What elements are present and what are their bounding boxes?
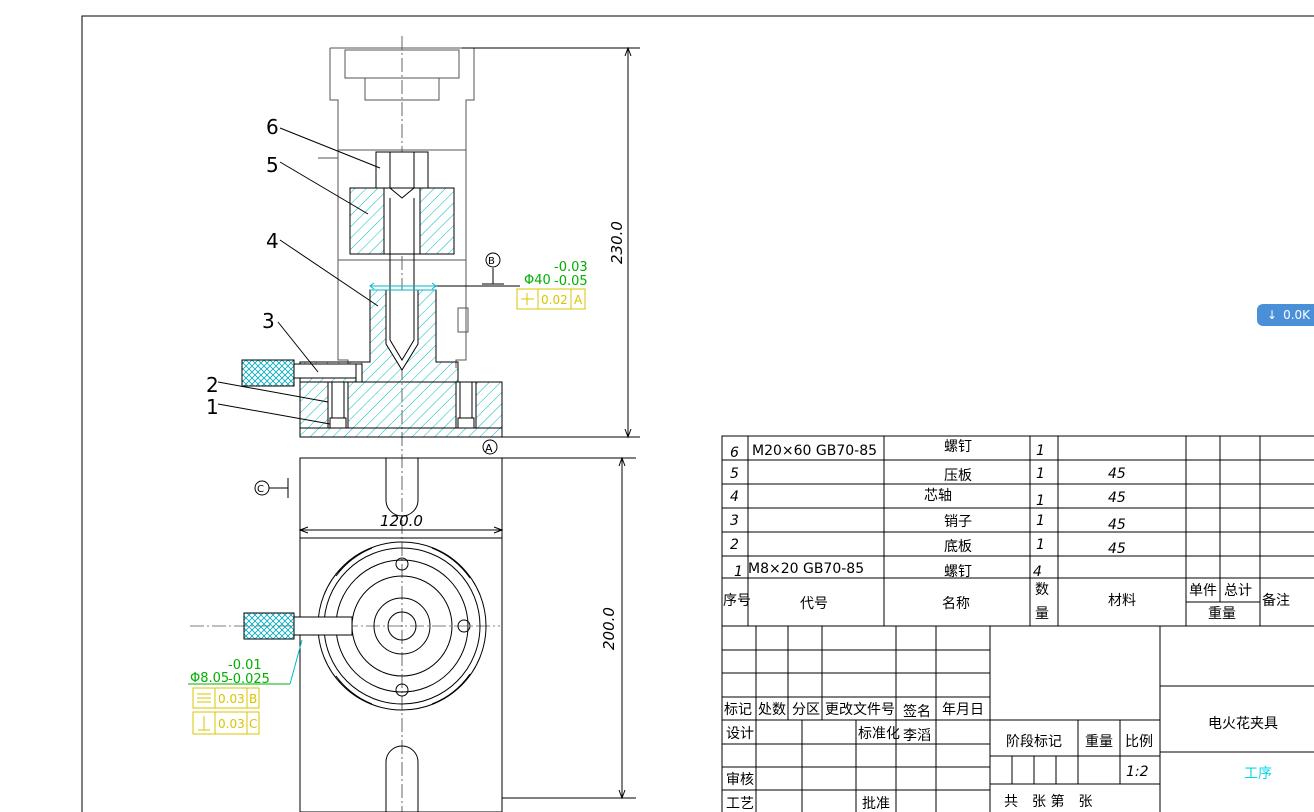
bom-qty: 1	[1036, 513, 1045, 529]
bom-header-name: 名称	[942, 596, 970, 612]
dim-200: 200.0	[600, 607, 618, 650]
fcf-phi8-value: 0.03	[218, 692, 245, 706]
tb-design: 设计	[726, 726, 754, 742]
fcf-phi40-datum: A	[574, 293, 583, 307]
bom-header-qty1: 数	[1035, 582, 1049, 598]
tb-approve: 批准	[862, 796, 890, 812]
tb-designer: 李滔	[903, 728, 931, 744]
bom-no: 2	[730, 537, 739, 553]
part-numbers: 6 5 4 3 2 1	[206, 115, 279, 419]
bom-qty: 1	[1036, 466, 1045, 482]
bom-code: M8×20 GB70-85	[748, 561, 864, 577]
tb-sign: 签名	[903, 703, 931, 720]
bom-header-note: 备注	[1262, 592, 1290, 609]
part-leaders	[217, 127, 381, 425]
bom-header-unit: 单件	[1189, 583, 1217, 599]
bom-header-weight: 重量	[1208, 606, 1236, 622]
bom-name: 底板	[944, 539, 972, 555]
tb-code: 工序	[1244, 766, 1272, 782]
leader-4: 4	[266, 229, 279, 253]
datum-c-label: C	[257, 484, 264, 495]
bom-name: 销子	[944, 514, 972, 530]
down-arrow-icon: ↓	[1267, 308, 1278, 322]
sheet-border	[81, 15, 1314, 812]
datum-a-label: A	[485, 442, 493, 455]
bom-rows: 6 M20×60 GB70-85 螺钉 1 5 压板 1 45 4 芯轴 1 4…	[723, 439, 1290, 622]
bom-material: 45	[1108, 517, 1126, 533]
phi8-upper: -0.01	[228, 658, 262, 673]
tb-standard: 标准化	[858, 726, 900, 742]
bom-header-code: 代号	[800, 596, 828, 612]
phi8-lower: -0.025	[228, 672, 270, 687]
tb-process: 工艺	[726, 796, 754, 812]
fcf-phi40-value: 0.02	[541, 293, 568, 307]
bom-name: 压板	[944, 468, 972, 484]
fcf-phi8-datum: B	[249, 692, 257, 706]
leader-6: 6	[266, 115, 279, 139]
tb-zone: 分区	[792, 702, 820, 718]
tb-title: 电火花夹具	[1208, 716, 1278, 732]
bom-header-no: 序号	[723, 593, 751, 609]
speed-value: 0.0K	[1283, 308, 1311, 322]
tb-weight: 重量	[1085, 734, 1113, 750]
bom-code: M20×60 GB70-85	[752, 443, 877, 459]
dim-120: 120.0	[380, 512, 423, 530]
bom-name: 螺钉	[944, 439, 972, 455]
phi8-label: Φ8.05	[190, 671, 229, 686]
bom-material: 45	[1108, 490, 1126, 506]
leader-5: 5	[266, 153, 279, 177]
tb-count: 处数	[758, 702, 786, 718]
bom-no: 4	[730, 489, 739, 505]
bom-no: 6	[730, 445, 739, 461]
tb-scale: 比例	[1125, 734, 1153, 750]
fcf-phi8	[192, 687, 260, 735]
bom-material: 45	[1108, 466, 1126, 482]
bom-header-qty2: 量	[1035, 606, 1049, 622]
bom-name: 螺钉	[944, 564, 972, 580]
fcf-phi40	[516, 288, 586, 310]
tb-review: 审核	[726, 772, 754, 788]
title-block	[721, 625, 1314, 812]
phi40-label: Φ40	[524, 273, 551, 288]
phi40-upper: -0.03	[554, 260, 588, 275]
bom-name: 芯轴	[924, 488, 952, 504]
tb-mark: 标记	[724, 702, 752, 718]
top-view	[188, 456, 636, 812]
bom-no: 5	[730, 466, 739, 482]
title-block-text: 标记 处数 分区 更改文件号 签名 年月日 设计 标准化 李滔 审核 工艺 批准…	[724, 702, 1278, 812]
bom-header-material: 材料	[1108, 593, 1136, 609]
fcf-perp-value: 0.03	[218, 717, 245, 731]
datum-b-label: B	[488, 256, 495, 267]
bom-qty: 1	[1036, 493, 1045, 509]
leader-2: 2	[206, 373, 219, 397]
bom-qty: 4	[1033, 564, 1042, 580]
bom-qty: 1	[1036, 537, 1045, 553]
bom-no: 3	[730, 513, 739, 529]
speed-badge[interactable]: ↓ 0.0K	[1257, 304, 1314, 326]
front-view	[241, 36, 640, 812]
bom-header-total: 总计	[1224, 583, 1252, 599]
fcf-perp-datum: C	[249, 717, 257, 731]
bom-material: 45	[1108, 541, 1126, 557]
leader-3: 3	[262, 309, 275, 333]
tb-stage: 阶段标记	[1006, 734, 1062, 750]
bom-no: 1	[734, 564, 743, 580]
bom-qty: 1	[1036, 443, 1045, 459]
tb-doc: 更改文件号	[825, 702, 895, 718]
leader-1: 1	[206, 395, 219, 419]
tb-scale-value: 1:2	[1126, 764, 1149, 780]
phi40-lower: -0.05	[554, 274, 588, 289]
tb-sheets: 共 张 第 张	[1004, 793, 1092, 810]
dim-230: 230.0	[608, 221, 626, 264]
tb-date: 年月日	[942, 702, 984, 718]
